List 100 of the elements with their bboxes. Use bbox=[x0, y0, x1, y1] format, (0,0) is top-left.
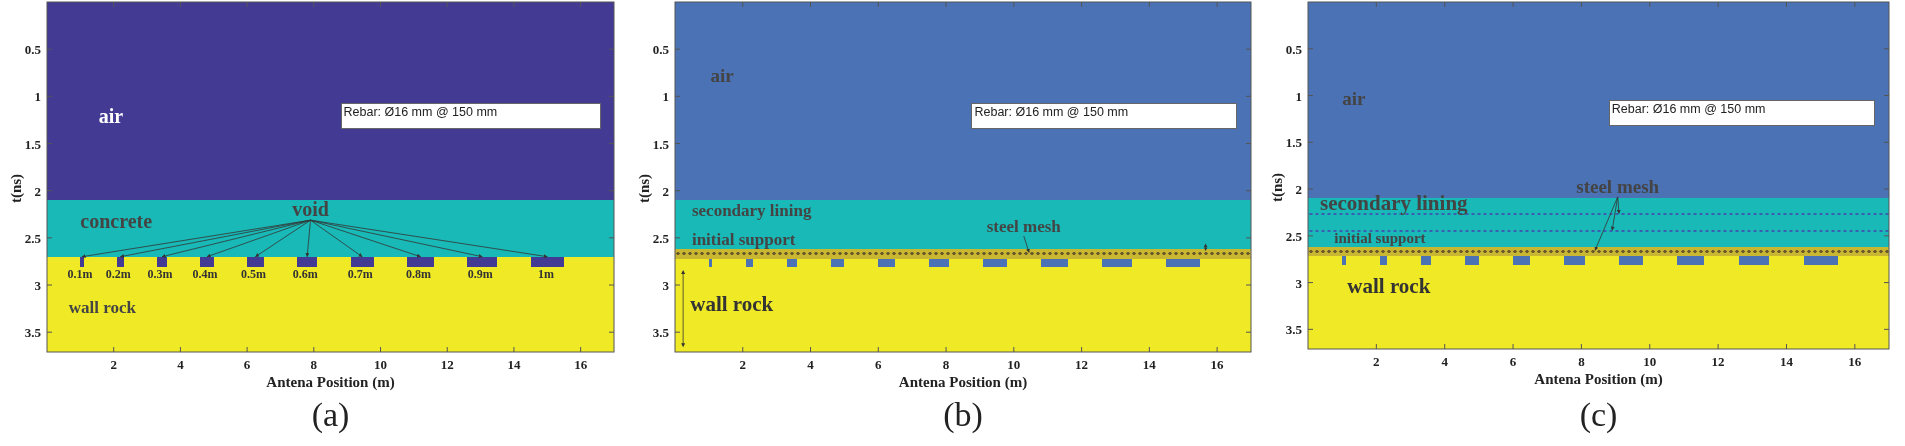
panel-label: (b) bbox=[943, 398, 983, 432]
tick-label: 2 bbox=[739, 358, 746, 371]
tick-label: 2 bbox=[662, 184, 669, 198]
layer-label: concrete bbox=[80, 211, 153, 232]
tick-label: 3.5 bbox=[24, 325, 41, 339]
layer-label: air bbox=[1342, 88, 1366, 108]
tick-label: 16 bbox=[1210, 358, 1224, 371]
tick-label: 1.5 bbox=[24, 137, 41, 150]
rock-layer bbox=[1308, 256, 1889, 349]
air-layer bbox=[47, 2, 614, 201]
tick-label: 12 bbox=[1711, 355, 1725, 368]
void-cavity bbox=[1379, 256, 1387, 265]
tick-label: 1.5 bbox=[652, 137, 669, 150]
tick-label: 6 bbox=[875, 358, 882, 371]
tick-label: 1 bbox=[34, 89, 41, 103]
tick-label: 16 bbox=[1848, 355, 1862, 368]
layer-label: wall rock bbox=[1347, 276, 1431, 298]
air-layer bbox=[675, 2, 1251, 201]
tick-label: 4 bbox=[177, 358, 184, 371]
size-label: 0.1m bbox=[67, 267, 93, 280]
tick-label: 3 bbox=[662, 278, 669, 292]
size-label: 0.3m bbox=[147, 267, 173, 280]
size-label: 0.6m bbox=[292, 267, 318, 280]
rock-layer bbox=[47, 256, 614, 352]
layer-label: secondary lining bbox=[1319, 192, 1468, 214]
steel-mesh-line bbox=[1308, 213, 1889, 216]
layer-label: initial support bbox=[691, 231, 796, 249]
size-label: 1m bbox=[538, 267, 554, 280]
tick-label: 2.5 bbox=[652, 231, 669, 245]
void-cavity bbox=[1677, 256, 1705, 265]
tick-label: 2 bbox=[1295, 182, 1302, 196]
tick-label: 10 bbox=[1643, 355, 1657, 368]
size-label: 0.2m bbox=[105, 267, 131, 280]
tick-label: 0.5 bbox=[652, 42, 669, 56]
tick-label: 2.5 bbox=[1285, 229, 1302, 243]
size-label: 0.9m bbox=[467, 267, 493, 280]
size-label: 0.7m bbox=[347, 267, 373, 280]
void-cavity bbox=[929, 258, 950, 268]
tick-label: 1.5 bbox=[1285, 135, 1302, 149]
lining-layer bbox=[675, 200, 1251, 250]
tick-label: 8 bbox=[1578, 355, 1585, 368]
callout-label: steel mesh bbox=[986, 218, 1061, 236]
tick-label: 2.5 bbox=[24, 231, 41, 245]
tick-label: 3 bbox=[1295, 276, 1302, 290]
void-cavity bbox=[983, 258, 1008, 268]
tick-label: 14 bbox=[1142, 358, 1156, 371]
void-cavity bbox=[746, 258, 753, 268]
callout-label: steel mesh bbox=[1576, 176, 1660, 196]
panel-label: (c) bbox=[1579, 398, 1618, 432]
tick-label: 4 bbox=[807, 358, 814, 371]
tick-label: 6 bbox=[243, 358, 251, 371]
tick-label: 10 bbox=[374, 358, 387, 371]
axis-title: t(ns) bbox=[1270, 172, 1286, 202]
void-cavity bbox=[1803, 256, 1838, 265]
tick-label: 14 bbox=[1779, 355, 1793, 368]
size-label: 0.5m bbox=[240, 267, 266, 280]
tick-label: 8 bbox=[942, 358, 950, 371]
tick-label: 10 bbox=[1007, 358, 1021, 371]
void-cavity bbox=[1166, 258, 1201, 268]
layer-label: air bbox=[710, 66, 734, 86]
callout-label: void bbox=[292, 199, 329, 220]
tick-label: 8 bbox=[310, 358, 318, 371]
tick-label: 1 bbox=[662, 89, 669, 103]
size-label: 0.4m bbox=[192, 267, 218, 280]
layer-label: secondary lining bbox=[691, 202, 812, 219]
void-cavity bbox=[1420, 256, 1432, 265]
tick-label: 2 bbox=[110, 358, 117, 371]
tick-label: 14 bbox=[507, 358, 521, 371]
panel-label: (a) bbox=[311, 398, 350, 432]
layer-label: initial support bbox=[1334, 231, 1426, 247]
note-box: Rebar: Ø16 mm @ 150 mm bbox=[971, 102, 1238, 130]
tick-label: 2 bbox=[34, 184, 41, 198]
tick-label: 3.5 bbox=[1285, 322, 1302, 336]
axis-title: Antena Position (m) bbox=[266, 375, 395, 390]
void-cavity bbox=[878, 258, 896, 268]
note-box: Rebar: Ø16 mm @ 150 mm bbox=[340, 102, 601, 130]
void-cavity bbox=[1564, 256, 1585, 265]
layer-label: wall rock bbox=[68, 299, 136, 317]
tick-label: 3 bbox=[34, 278, 41, 292]
void-cavity bbox=[1738, 256, 1770, 265]
tick-label: 16 bbox=[574, 358, 588, 371]
tick-label: 0.5 bbox=[24, 42, 41, 56]
tick-label: 4 bbox=[1441, 355, 1448, 368]
tick-label: 3.5 bbox=[652, 325, 669, 339]
tick-label: 6 bbox=[1509, 355, 1517, 368]
void-cavity bbox=[1342, 256, 1346, 265]
void-cavity bbox=[708, 258, 713, 268]
rock-layer bbox=[675, 258, 1251, 352]
tick-label: 0.5 bbox=[1285, 42, 1302, 56]
void-cavity bbox=[1619, 256, 1643, 265]
steel-mesh-line bbox=[1308, 230, 1889, 233]
void-cavity bbox=[1101, 258, 1133, 268]
axis-title: t(ns) bbox=[637, 174, 653, 204]
axis-title: t(ns) bbox=[9, 174, 25, 204]
void-cavity bbox=[1040, 258, 1068, 268]
tick-label: 12 bbox=[440, 358, 454, 371]
void-cavity bbox=[1465, 256, 1479, 265]
tick-label: 2 bbox=[1373, 355, 1380, 368]
note-box: Rebar: Ø16 mm @ 150 mm bbox=[1608, 100, 1876, 127]
tick-label: 12 bbox=[1075, 358, 1089, 371]
